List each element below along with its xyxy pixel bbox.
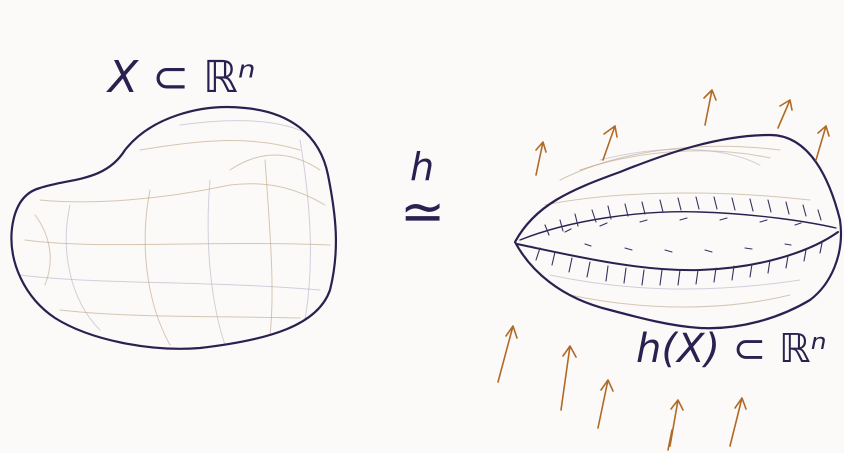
image-blob <box>515 135 841 328</box>
arrow <box>561 346 576 410</box>
arrow <box>498 326 517 382</box>
homeomorphic-symbol: ≃ <box>400 180 445 243</box>
arrow <box>778 100 792 128</box>
image-set-label: h(X) ⊂ ℝⁿ <box>636 326 827 372</box>
image-label: h(X) ⊂ ℝⁿ <box>636 326 827 372</box>
image-contours <box>545 146 810 307</box>
source-set-label: X ⊂ ℝⁿ <box>106 52 255 103</box>
arrow <box>816 126 829 160</box>
arrow <box>598 380 613 428</box>
source-blob <box>11 107 336 349</box>
arrow <box>670 400 683 446</box>
arrow <box>536 142 546 175</box>
source-grid-lines <box>20 121 330 345</box>
source-label: X ⊂ ℝⁿ <box>106 52 255 103</box>
arrow <box>730 398 746 446</box>
arrow <box>704 90 716 125</box>
arrow <box>603 126 617 160</box>
map-symbol-group: h ≃ <box>400 145 445 243</box>
image-hatching <box>536 197 822 285</box>
